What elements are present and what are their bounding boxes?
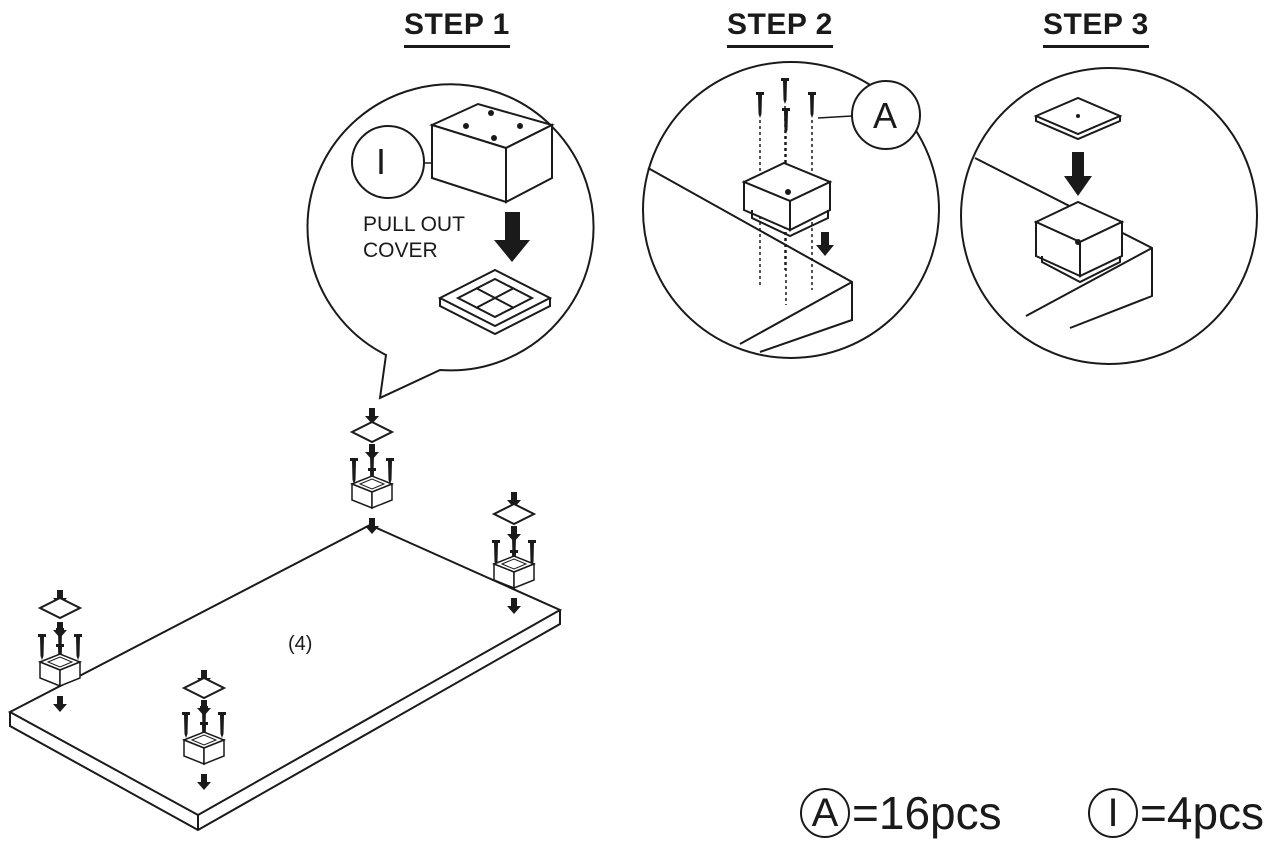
step2-title: STEP 2	[727, 8, 833, 48]
leg-assembly-back	[350, 408, 394, 534]
foot-part	[741, 161, 833, 238]
foot-part-i	[424, 102, 555, 204]
down-arrow-icon	[816, 232, 834, 256]
instruction-cover: COVER	[363, 239, 438, 262]
step1-detail-circle	[306, 83, 595, 400]
part-i-label: I	[376, 141, 387, 182]
down-arrow-icon	[1064, 152, 1092, 196]
part-a-label: A	[873, 95, 898, 136]
cover-part	[437, 268, 553, 336]
foot-quantity: I =4pcs	[1088, 788, 1264, 838]
part-a-badge: A	[800, 788, 850, 838]
down-arrow-icon	[494, 212, 530, 262]
board-part-number: (4)	[288, 633, 313, 655]
foot-quantity-text: =4pcs	[1140, 787, 1265, 839]
part-a-marker	[851, 80, 921, 150]
screw-quantity: A =16pcs	[800, 788, 1002, 838]
part-i-badge: I	[1088, 788, 1138, 838]
foot-part	[1033, 200, 1125, 284]
tabletop-board	[7, 523, 563, 832]
step3-detail-circle	[960, 67, 1258, 365]
screw-quantity-text: =16pcs	[852, 787, 1002, 839]
part-i-marker	[351, 125, 425, 199]
instruction-pull-out: PULL OUT	[363, 213, 465, 236]
step3-title: STEP 3	[1043, 8, 1149, 48]
step2-detail-circle	[642, 61, 940, 359]
step1-title: STEP 1	[404, 8, 510, 48]
cover-cap	[1033, 96, 1123, 141]
